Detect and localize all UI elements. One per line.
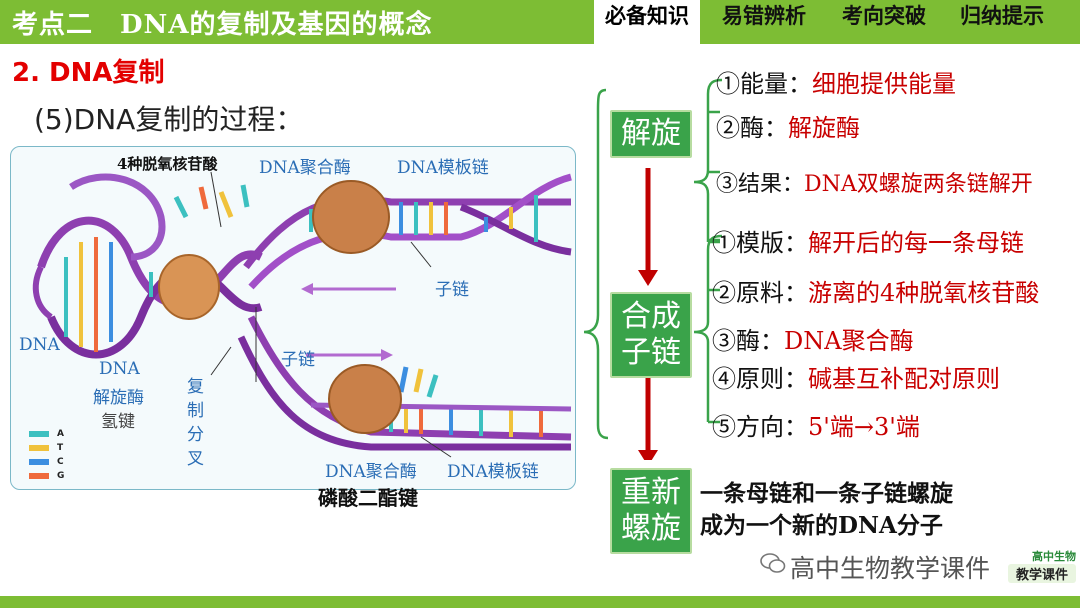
dna-replication-diagram: 4种脱氧核苷酸 DNA聚合酶 DNA模板链 子链 子链 DNA DNA 解旋酶 … [10,146,576,490]
fork-char: 复 [187,377,204,397]
item-prefix: ①模版： [712,229,808,257]
lower-strands [237,315,572,451]
fork-char: 叉 [187,449,204,469]
legend-label-c: C [57,457,64,467]
tab-error-analysis[interactable]: 易错辨析 [722,4,806,28]
wechat-icon [760,553,786,573]
step-title-line: 重新 [621,475,681,510]
legend-swatch-g [29,473,49,479]
step-title-line: 合成 [621,299,681,334]
leader-lines [210,171,452,458]
item-value: 解旋酶 [788,114,860,142]
label-polymerase-top: DNA聚合酶 [259,158,351,178]
tab-exam-focus[interactable]: 考向突破 [842,4,926,28]
legend-label-g: G [57,471,65,481]
item-value: 5'端→3'端 [808,413,920,441]
step-synthesize-daughter: 合成子链 [610,292,692,378]
result-line: 一条母链和一条子链螺旋 [700,480,953,507]
legend-swatch-a [29,431,49,437]
synth-principle: ④原则：碱基互补配对原则 [712,359,1000,394]
item-value: 解开后的每一条母链 [808,229,1024,257]
item-value: 细胞提供能量 [812,70,956,98]
base-legend [29,431,49,479]
step-title-line: 子链 [621,335,681,370]
item-prefix: ③结果： [716,172,805,197]
section-title: 2. DNA复制 [12,58,165,88]
step-rewinding: 重新螺旋 [610,468,692,554]
label-polymerase-bottom: DNA聚合酶 [325,462,417,482]
unwind-result: ③结果：DNA双螺旋两条链解开 [716,166,1033,198]
label-deoxynucleotides: 4种脱氧核苷酸 [117,155,218,173]
label-helicase-line1: DNA [99,359,140,379]
legend-swatch-c [29,459,49,465]
label-helicase-line2: 解旋酶 [93,388,144,408]
unwind-enzyme: ②酶：解旋酶 [716,108,860,143]
label-template-top: DNA模板链 [397,158,489,178]
label-daughter-top: 子链 [435,280,469,300]
logo-line: 教学课件 [1008,564,1076,583]
direction-arrows [301,283,396,361]
rewind-result: 一条母链和一条子链螺旋 成为一个新的DNA分子 [700,478,953,542]
step-unwinding: 解旋 [610,110,692,158]
tab-summary-tips[interactable]: 归纳提示 [960,4,1044,28]
item-prefix: ②酶： [716,114,788,142]
flow-connectors [583,78,723,460]
fork-char: 分 [187,425,204,445]
label-template-bottom: DNA模板链 [447,462,539,482]
tab-essential-knowledge[interactable]: 必备知识 [594,0,700,44]
legend-label-t: T [57,443,64,453]
subtitle: (5)DNA复制的过程： [34,103,304,136]
synth-material: ②原料：游离的4种脱氧核苷酸 [712,273,1039,308]
synth-template: ①模版：解开后的每一条母链 [712,223,1024,258]
slide-title: 考点二 DNA的复制及基因的概念 [12,10,433,40]
item-prefix: ①能量： [716,70,812,98]
step-title-line: 螺旋 [621,511,681,546]
upper-strands [243,173,572,290]
item-value: 游离的4种脱氧核苷酸 [808,279,1040,307]
channel-logo: 高中生物 教学课件 [1008,548,1076,584]
fork-char: 制 [187,401,204,421]
legend-label-a: A [57,429,64,439]
logo-line: 高中生物 [1032,550,1076,563]
header-bar [0,0,1080,44]
item-value: DNA聚合酶 [784,327,914,355]
enzyme-blobs [158,180,402,434]
item-prefix: ⑤方向： [712,413,808,441]
free-nucleotides [173,184,439,398]
synth-direction: ⑤方向：5'端→3'端 [712,407,920,442]
footer-bar [0,596,1080,608]
legend-swatch-t [29,445,49,451]
label-hydrogen-bond: 氢键 [101,412,135,432]
label-replication-fork: 复 制 分 叉 [187,375,207,471]
watermark-text: 高中生物教学课件 [790,554,991,583]
item-value: DNA双螺旋两条链解开 [804,172,1033,197]
replication-illustration [29,171,572,479]
label-phosphodiester-bond: 磷酸二酯键 [318,486,418,510]
item-value: 碱基互补配对原则 [808,365,1000,393]
item-prefix: ②原料： [712,279,808,307]
label-dna: DNA [19,335,60,355]
synth-enzyme: ③酶：DNA聚合酶 [712,321,914,356]
label-daughter-bottom: 子链 [281,350,315,370]
unwind-energy: ①能量：细胞提供能量 [716,64,956,99]
item-prefix: ③酶： [712,327,784,355]
item-prefix: ④原则： [712,365,808,393]
result-line: 成为一个新的DNA分子 [700,512,943,539]
